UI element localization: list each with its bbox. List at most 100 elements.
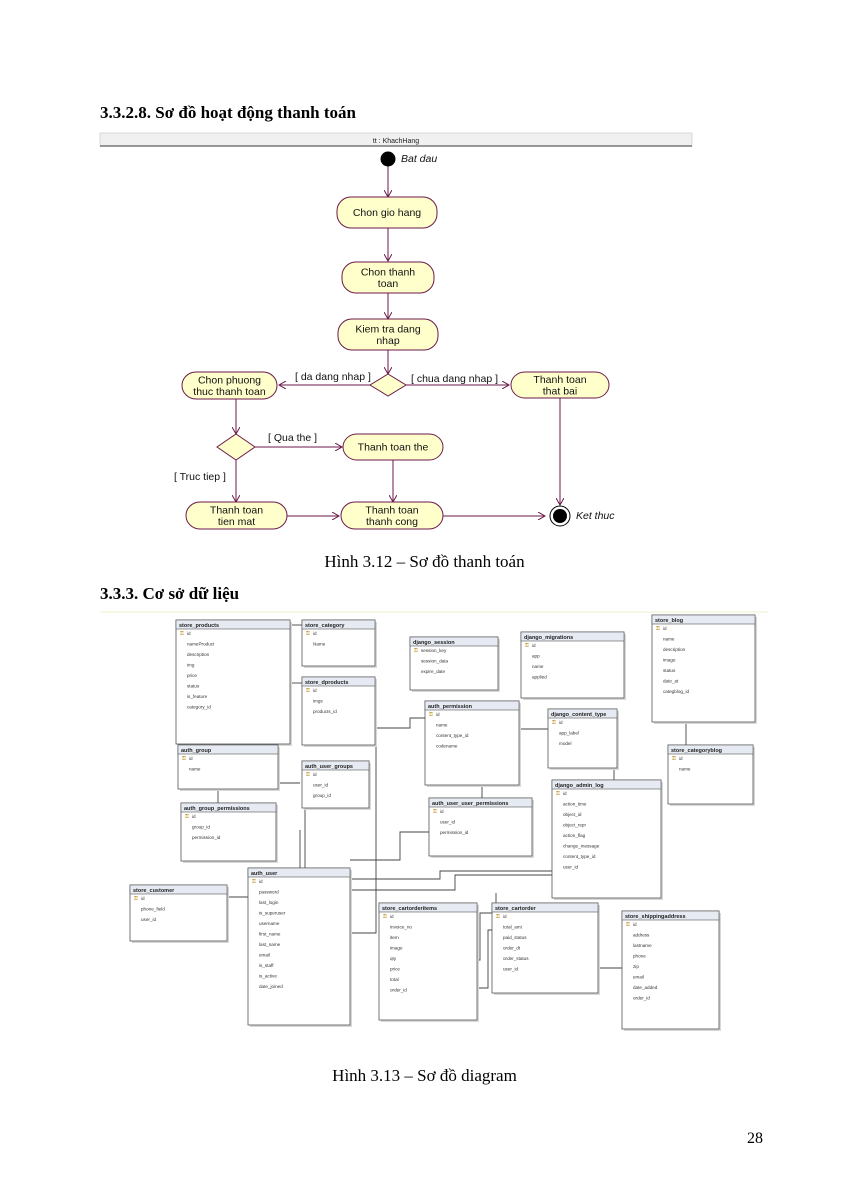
guard-da-dang-nhap: [ da dang nhap ] (295, 371, 371, 383)
primary-key-icon: ⚿ (433, 809, 437, 815)
activity-diagram: tt : KhachHang Bat dau Ket thuc Chon gio… (99, 132, 693, 530)
db-table-column: is_active (259, 974, 277, 979)
db-table-column: group_id (192, 825, 210, 830)
db-table-column: permission_id (440, 830, 469, 835)
db-table-auth-group-permissions: auth_group_permissions⚿idgroup_idpermiss… (180, 802, 278, 863)
db-table-column: qty (390, 956, 397, 961)
primary-key-icon: ⚿ (556, 791, 560, 797)
db-table-auth-permission: auth_permission⚿idnamecontent_type_idcod… (424, 700, 521, 787)
action-node-label: Thanh toan (210, 504, 263, 516)
action-node-label: thuc thanh toan (193, 386, 266, 398)
db-table-column: status (663, 668, 676, 673)
start-node (380, 151, 396, 167)
action-node-label: thanh cong (366, 516, 418, 528)
db-table-column: expire_date (421, 669, 445, 674)
guard-chua-dang-nhap: [ chua dang nhap ] (411, 373, 498, 385)
db-table-column: id (390, 914, 394, 919)
primary-key-icon: ⚿ (626, 922, 630, 928)
db-table-column: status (187, 684, 200, 689)
db-table-column: id (192, 814, 196, 819)
end-node (549, 505, 571, 527)
db-table-column: id (503, 914, 507, 919)
action-node-label: Chon phuong (198, 374, 261, 386)
db-table-title: store_shippingaddress (625, 914, 686, 920)
page-number: 28 (747, 1130, 763, 1147)
db-table-store-cartorderitems: store_cartorderitems⚿idinvoice_noitemima… (378, 902, 479, 1022)
db-table-column: imgs (313, 699, 323, 704)
db-table-column: username (259, 921, 280, 926)
db-table-title: django_session (413, 640, 455, 646)
db-table-title: store_dproducts (305, 680, 348, 686)
section-heading-activity: 3.3.2.8. Sơ đồ hoạt động thanh toán (100, 103, 356, 122)
db-table-column: user_id (563, 865, 579, 870)
action-node-label: Kiem tra dang (355, 323, 421, 335)
db-table-column: id (633, 922, 637, 927)
action-node-thanh-toan-the: Thanh toan the (342, 433, 444, 461)
db-table-column: applied (532, 675, 547, 680)
db-table-column: id (563, 791, 567, 796)
db-table-column: app (532, 654, 540, 659)
db-table-column: Name (313, 642, 326, 647)
db-table-title: django_migrations (524, 635, 573, 641)
primary-key-icon: ⚿ (180, 631, 184, 637)
db-table-column: user_id (440, 820, 456, 825)
db-table-title: store_blog (655, 618, 683, 624)
db-table-column: id (559, 720, 563, 725)
figure-caption-database: Hình 3.13 – Sơ đồ diagram (332, 1066, 517, 1085)
db-table-column: lastname (633, 943, 652, 948)
db-table-title: auth_user (251, 871, 278, 877)
db-table-title: auth_group_permissions (184, 806, 250, 812)
db-table-store-cartorder: store_cartorder⚿idtotal_amtpaid_statusor… (491, 902, 600, 995)
db-table-title: store_customer (133, 888, 175, 894)
guard-qua-the: [ Qua the ] (268, 432, 317, 444)
db-table-column: id (436, 712, 440, 717)
db-table-column: name (532, 664, 544, 669)
db-table-column: user_id (313, 783, 329, 788)
db-table-column: model (559, 741, 572, 746)
db-table-column: name (679, 767, 691, 772)
db-table-column: address (633, 933, 650, 938)
db-table-column: id (313, 631, 317, 636)
primary-key-icon: ⚿ (306, 631, 310, 637)
figure-caption-activity: Hình 3.12 – Sơ đồ thanh toán (324, 552, 525, 571)
swimlane-label: tt : KhachHang (373, 138, 419, 145)
db-table-django-session: django_session⚿session_keysession_dataex… (409, 636, 500, 692)
db-table-column: date_joined (259, 984, 283, 989)
db-table-column: is_staff (259, 963, 274, 968)
action-node-label: Thanh toan (365, 504, 418, 516)
db-table-column: nameProduct (187, 642, 215, 647)
db-table-store-shippingaddress: store_shippingaddress⚿idaddresslastnamep… (621, 910, 721, 1031)
db-table-title: auth_user_groups (305, 764, 353, 770)
primary-key-icon: ⚿ (496, 914, 500, 920)
primary-key-icon: ⚿ (182, 756, 186, 762)
db-table-column: last_login (259, 900, 279, 905)
db-table-column: categblog_id (663, 689, 689, 694)
db-table-column: change_message (563, 844, 600, 849)
db-table-column: paid_status (503, 935, 527, 940)
db-table-column: zip (633, 964, 639, 969)
db-table-column: is_superuser (259, 911, 286, 916)
action-node-label: nhap (376, 335, 400, 347)
db-table-column: codename (436, 744, 458, 749)
db-table-column: invoice_no (390, 925, 412, 930)
db-table-column: id (663, 626, 667, 631)
db-table-column: id (440, 809, 444, 814)
db-table-auth-user-user-permissions: auth_user_user_permissions ⚿id user_idperm… (428, 797, 534, 858)
primary-key-icon: ⚿ (306, 688, 310, 694)
db-table-column: email (633, 975, 644, 980)
db-table-title: store_category (305, 623, 345, 629)
db-table-column: user_id (503, 967, 519, 972)
action-node-label: Thanh toan the (358, 442, 429, 454)
db-table-column: description (663, 647, 686, 652)
db-table-title: auth_user_user_permissions (432, 801, 508, 807)
